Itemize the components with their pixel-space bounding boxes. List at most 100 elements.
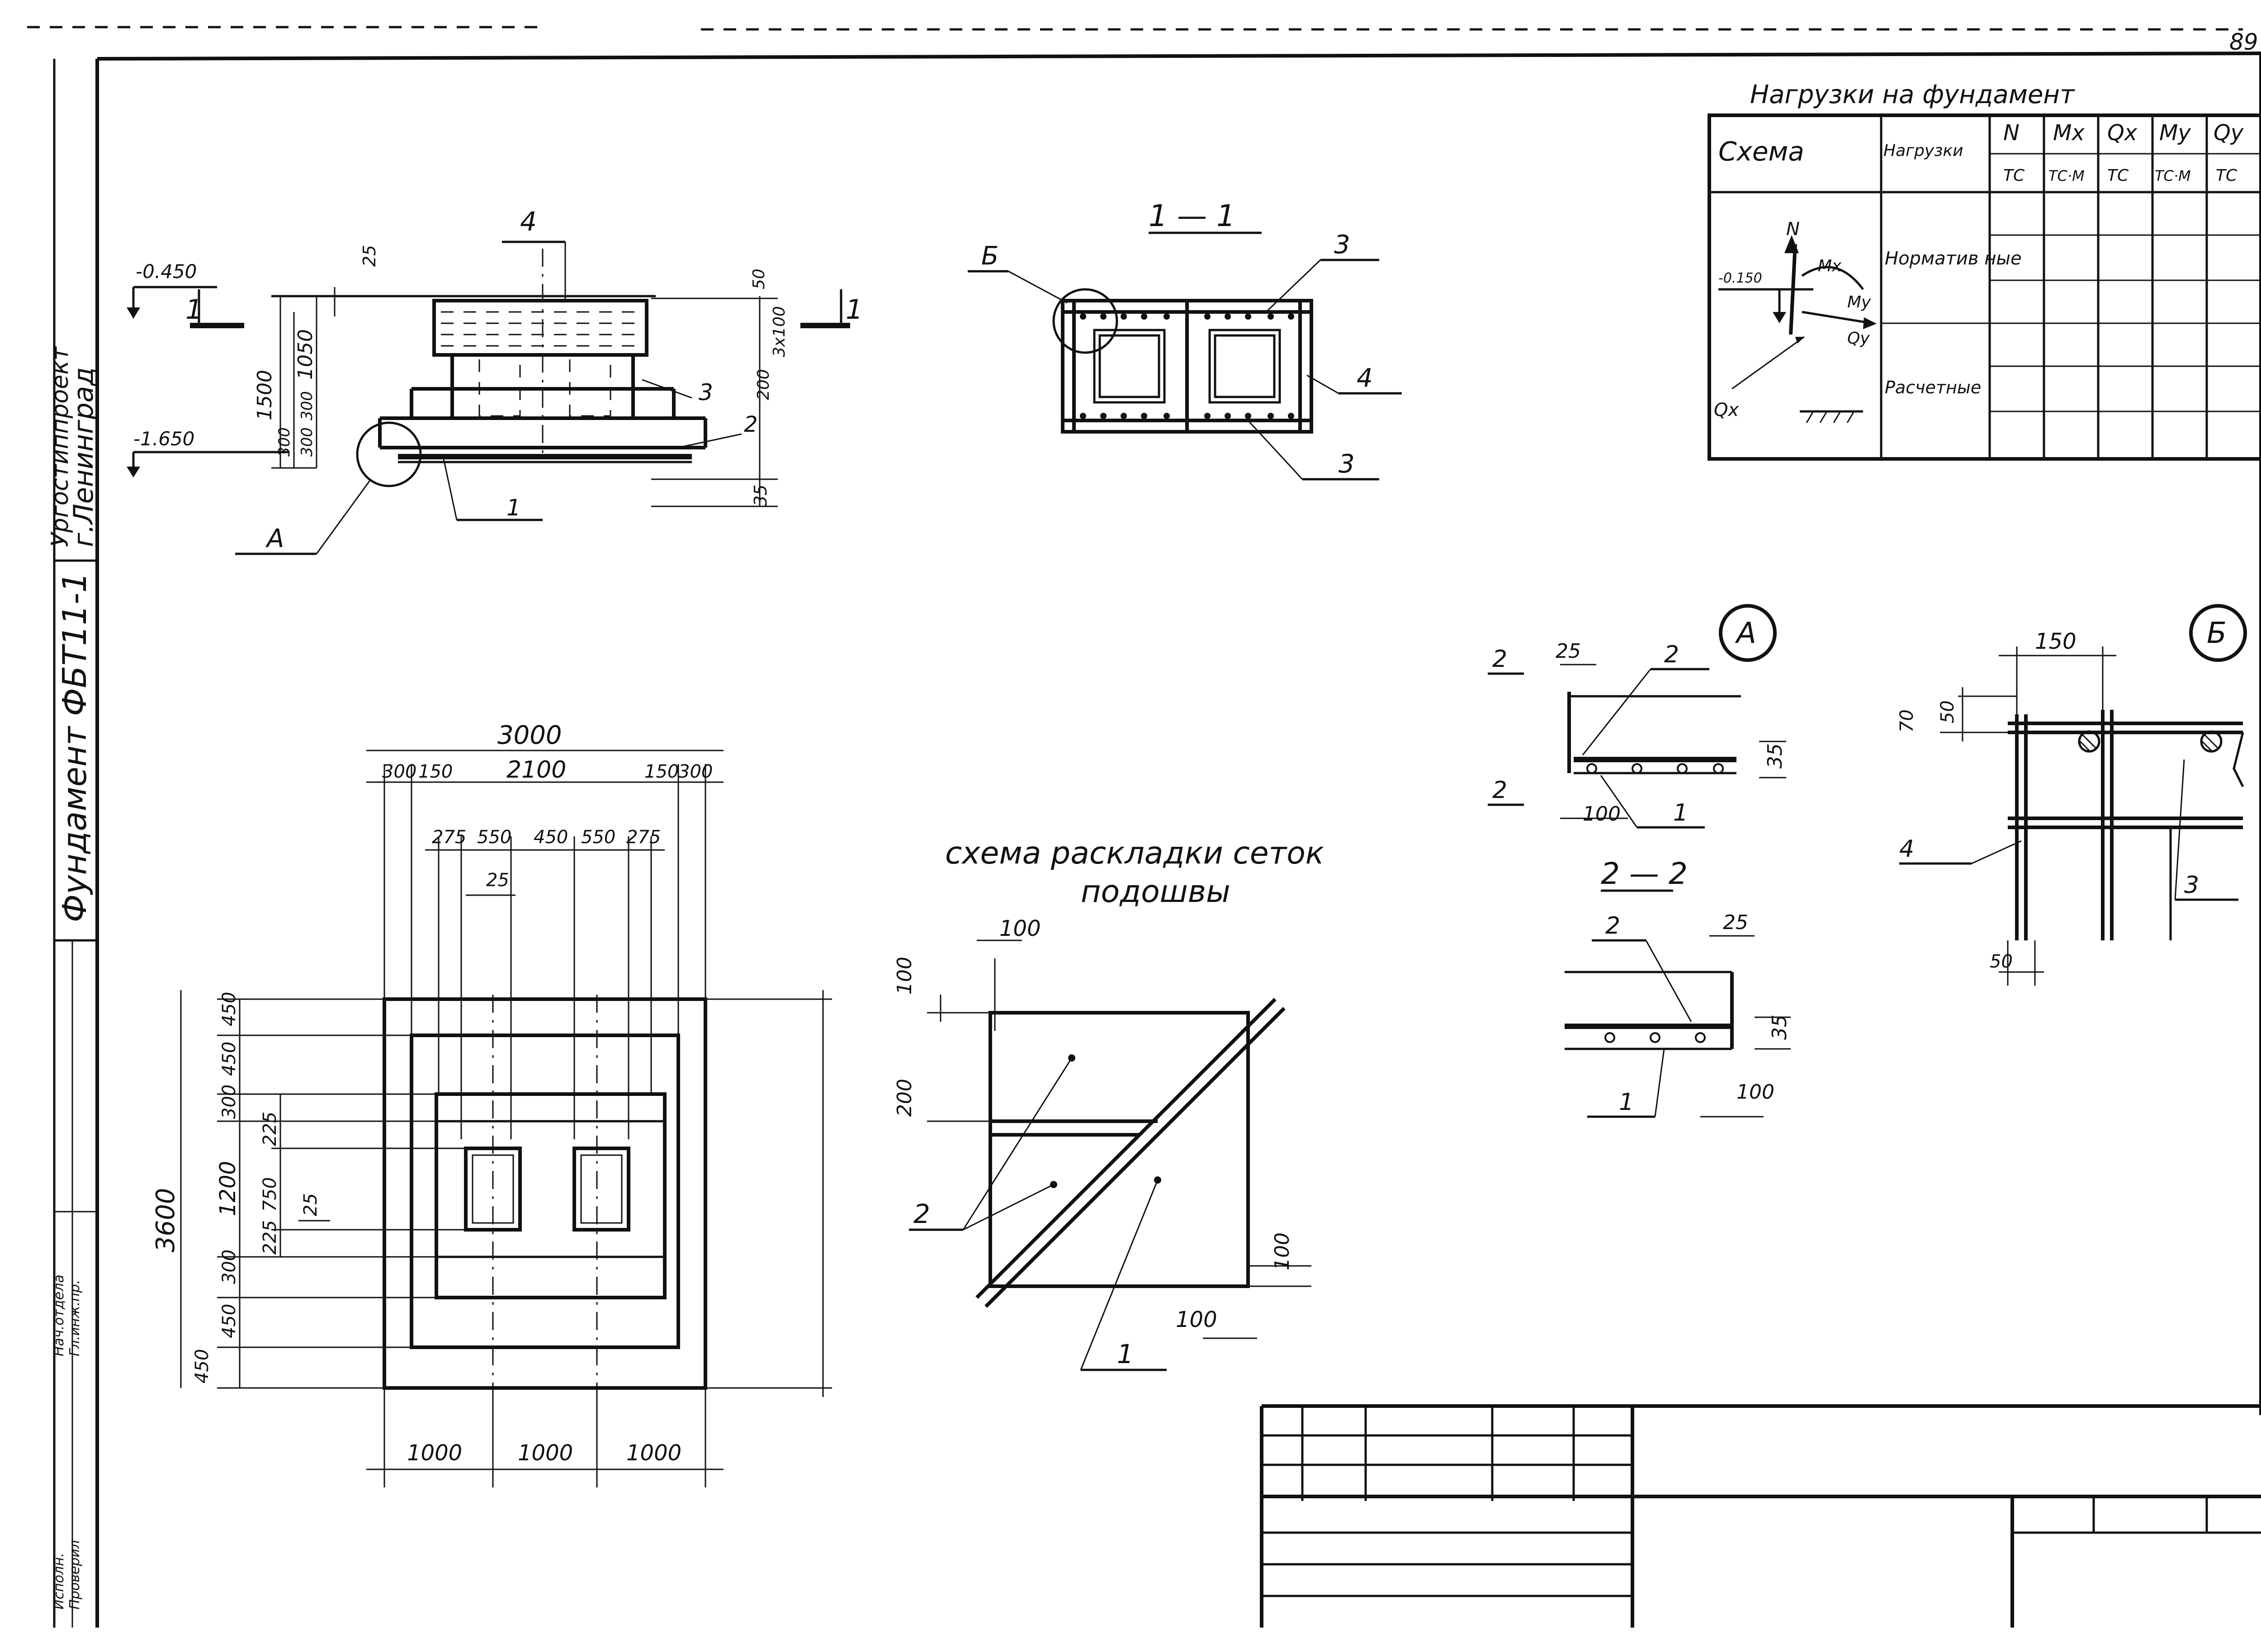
mesh-scheme-title-1: схема раскладки сеток bbox=[945, 835, 1324, 871]
detail-b-mark: Б bbox=[2207, 617, 2227, 650]
plan-dim-3600: 3600 bbox=[151, 1188, 180, 1252]
plan-dim-450: 450 bbox=[534, 827, 568, 848]
plan-dim-left-300b: 300 bbox=[219, 1250, 240, 1284]
header-scheme: Схема bbox=[1718, 136, 1804, 167]
side-strip: Ургостиппроект г.Ленинград Фундамент ФБТ… bbox=[47, 346, 99, 1610]
detail-b: Б 150 70 50 50 4 3 bbox=[1897, 604, 2247, 986]
plan-dim-275-right: 275 bbox=[626, 827, 661, 848]
section-2-2: 2 — 2 2 25 35 100 1 bbox=[1565, 856, 1791, 1118]
plan-dim-bottom-1000b: 1000 bbox=[518, 1440, 573, 1466]
dim-elev-25: 25 bbox=[359, 245, 379, 267]
stamp-row-4: Проверил bbox=[67, 1540, 83, 1610]
load-scheme-sketch: N Mx My Qy Qx -0.150 bbox=[1714, 219, 1877, 423]
callout-elev-2: 2 bbox=[744, 412, 758, 437]
scheme-qx: Qx bbox=[1714, 400, 1739, 420]
detail-b-dim-70: 70 bbox=[1897, 709, 1917, 732]
title-block bbox=[1260, 1404, 2261, 1628]
header-loads: Нагрузки bbox=[1883, 142, 1963, 160]
dim-elev-1500: 1500 bbox=[253, 370, 276, 420]
org-city: г.Ленинград bbox=[68, 367, 99, 547]
scheme-qy: Qy bbox=[1847, 329, 1870, 348]
loads-table: Нагрузки на фундамент Схема Нагрузки N M… bbox=[1708, 80, 2261, 461]
callout-1-1-b: Б bbox=[981, 241, 998, 271]
callout-1-1-3-bottom: 3 bbox=[1339, 449, 1355, 479]
detail-a-mark: А bbox=[1735, 617, 1756, 650]
sheet-designation: Фундамент ФБТ11-1 bbox=[56, 572, 94, 922]
detail-b-callout-4: 4 bbox=[1899, 835, 1914, 863]
header-n: N bbox=[2003, 120, 2020, 146]
detail-b-dim-150: 150 bbox=[2035, 629, 2077, 654]
plan-dim-550-left: 550 bbox=[477, 827, 511, 848]
mesh-scheme: схема раскладки сеток подошвы 100 100 20… bbox=[893, 835, 1324, 1371]
plan-dim-left-300a: 300 bbox=[219, 1085, 240, 1119]
section-2-2-dim-35: 35 bbox=[1768, 1015, 1791, 1040]
scheme-my: My bbox=[1847, 293, 1871, 312]
plan-dim-25-top: 25 bbox=[486, 870, 509, 891]
header-my: My bbox=[2159, 120, 2191, 146]
callout-elev-1: 1 bbox=[506, 495, 521, 521]
callout-elev-4: 4 bbox=[520, 206, 537, 237]
loads-table-title: Нагрузки на фундамент bbox=[1750, 80, 2075, 109]
detail-a-cut-2-bottom: 2 bbox=[1492, 777, 1507, 804]
section-2-2-dim-25: 25 bbox=[1723, 911, 1748, 934]
header-mx: Mx bbox=[2053, 120, 2085, 146]
mesh-dim-100-right: 100 bbox=[1271, 1232, 1294, 1270]
dim-elev-200: 200 bbox=[754, 369, 773, 400]
callout-elev-a: А bbox=[265, 524, 284, 553]
plan-dim-left-1200: 1200 bbox=[215, 1161, 241, 1216]
stamp-row-1: Нач.отдела bbox=[51, 1274, 67, 1356]
plan-view: 3000 300 150 2100 150 300 275 550 450 55… bbox=[151, 721, 832, 1487]
section-1-1-title: 1 — 1 bbox=[1149, 198, 1235, 233]
plan-dim-left-450c: 450 bbox=[219, 1304, 240, 1338]
section-1-1: 1 — 1 Б 3 4 bbox=[968, 198, 1402, 481]
dim-elev-300a: 300 bbox=[298, 391, 316, 420]
dim-elev-50: 50 bbox=[750, 269, 768, 289]
detail-a-cut-2-top: 2 bbox=[1492, 646, 1507, 673]
section-mark-right: 1 bbox=[846, 294, 863, 326]
unit-my: ТС·М bbox=[2155, 167, 2191, 184]
detail-b-dim-50-bottom: 50 bbox=[1990, 951, 2013, 972]
level-minus-0450: -0.450 bbox=[136, 260, 197, 283]
mesh-dim-100-top: 100 bbox=[999, 916, 1041, 941]
header-qx: Qx bbox=[2107, 120, 2138, 146]
page-number: 89 bbox=[2229, 29, 2258, 55]
detail-b-callout-3: 3 bbox=[2184, 872, 2199, 899]
detail-b-dim-50-top: 50 bbox=[1937, 700, 1958, 723]
scheme-mx: Mx bbox=[1818, 257, 1842, 275]
unit-mx: ТС·М bbox=[2048, 167, 2085, 184]
plan-dim-150-right: 150 bbox=[644, 761, 679, 782]
mesh-callout-1: 1 bbox=[1117, 1339, 1134, 1369]
mesh-dim-200: 200 bbox=[893, 1079, 916, 1117]
detail-a: А 25 35 100 2 2 2 1 bbox=[1488, 604, 1787, 829]
rebar-dots-top bbox=[1080, 313, 1294, 320]
scheme-n: N bbox=[1786, 219, 1800, 240]
dim-elev-35: 35 bbox=[751, 485, 771, 506]
mesh-dim-100-bottom: 100 bbox=[1176, 1307, 1217, 1332]
stamp-row-3: Исполн. bbox=[51, 1553, 67, 1610]
mesh-callout-2: 2 bbox=[913, 1199, 930, 1229]
plan-dim-left-450d: 450 bbox=[192, 1349, 213, 1383]
rebar-dots-bottom bbox=[1080, 413, 1294, 419]
section-2-2-callout-1: 1 bbox=[1619, 1089, 1634, 1116]
callout-elev-3: 3 bbox=[699, 379, 713, 406]
plan-dim-bottom-1000c: 1000 bbox=[626, 1440, 681, 1466]
plan-dim-left-225b: 225 bbox=[260, 1220, 280, 1255]
detail-a-callout-2: 2 bbox=[1664, 641, 1679, 668]
plan-dim-2100: 2100 bbox=[506, 756, 566, 784]
org-name: Ургостиппроект bbox=[47, 346, 74, 547]
level-minus-1650: -1.650 bbox=[133, 428, 194, 450]
plan-dim-550-right: 550 bbox=[581, 827, 615, 848]
plan-dim-3000: 3000 bbox=[497, 721, 562, 750]
section-2-2-dim-100: 100 bbox=[1736, 1081, 1774, 1104]
plan-dim-300-right: 300 bbox=[678, 761, 713, 782]
detail-a-dim-35: 35 bbox=[1764, 743, 1787, 769]
plan-dim-left-225a: 225 bbox=[260, 1112, 280, 1146]
dim-elev-3x100: 3x100 bbox=[770, 306, 789, 357]
callout-1-1-3-top: 3 bbox=[1334, 230, 1350, 260]
dim-elev-300b: 300 bbox=[298, 427, 316, 457]
dim-elev-1050: 1050 bbox=[294, 329, 317, 380]
plan-dim-left-750: 750 bbox=[260, 1177, 280, 1212]
section-mark-left: 1 bbox=[185, 294, 203, 326]
